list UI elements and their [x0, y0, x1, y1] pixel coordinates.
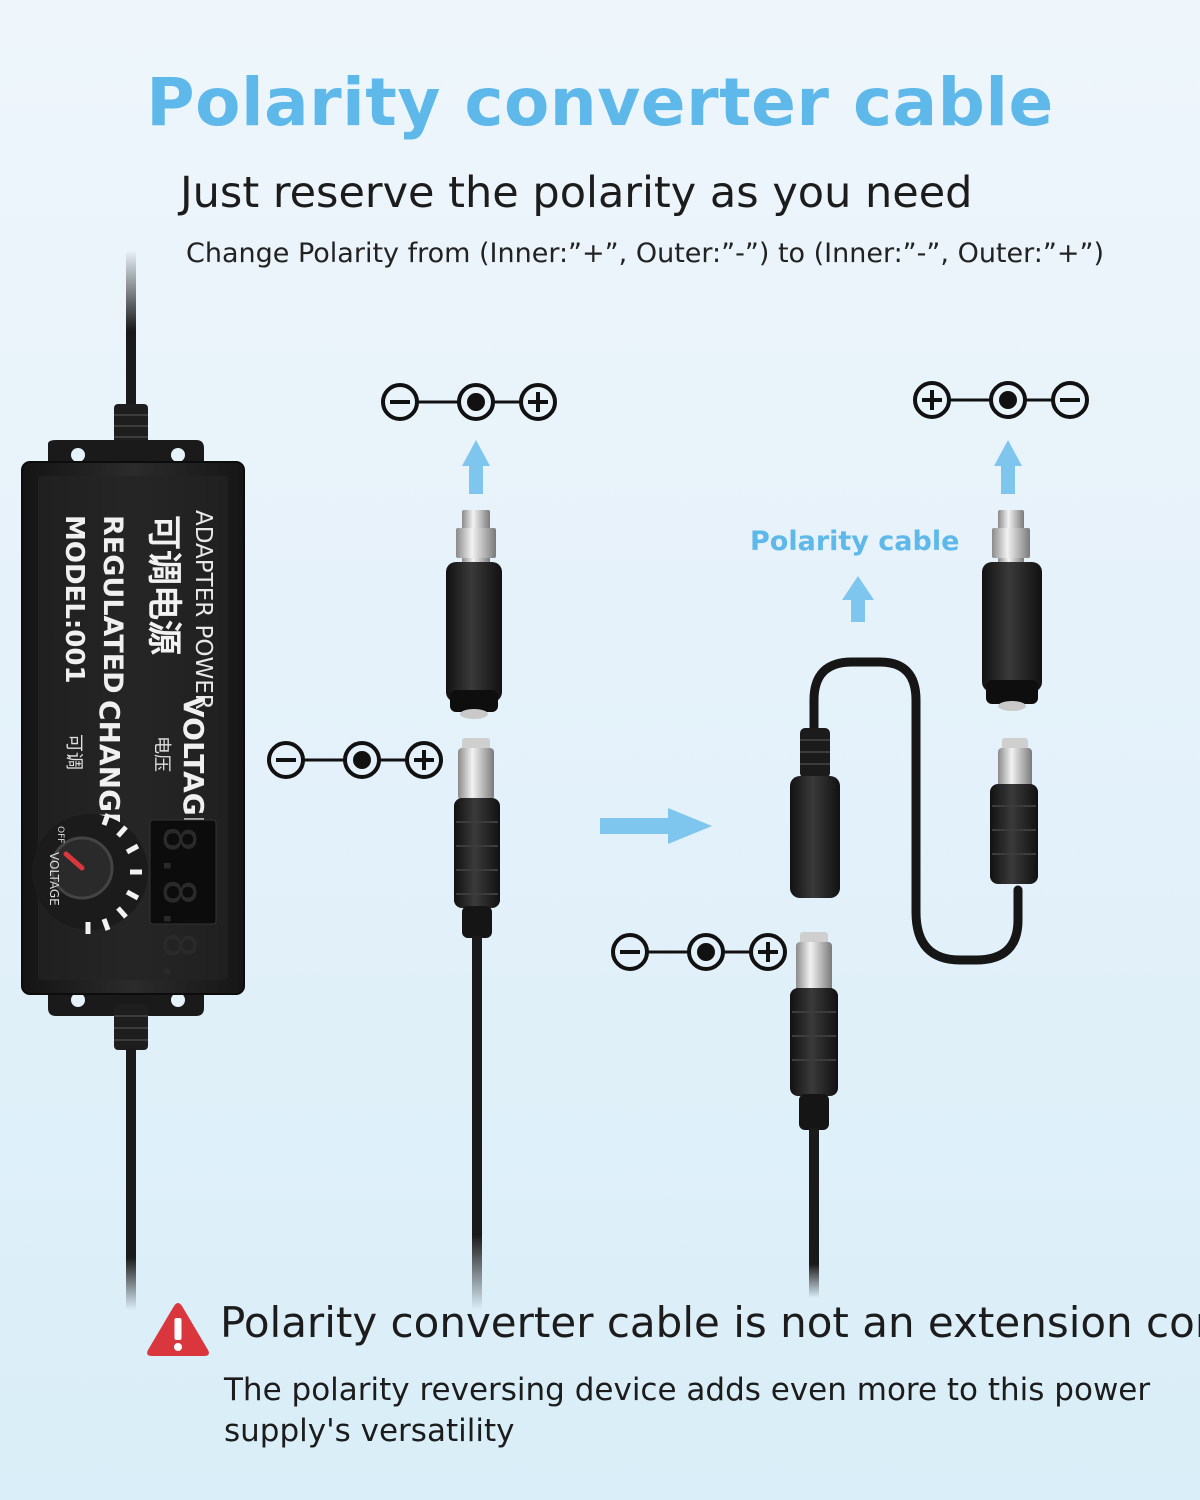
warning-icon	[147, 1303, 209, 1356]
arrow-up-icon	[842, 576, 874, 622]
polarity-symbol-bottom	[611, 933, 787, 971]
subtitle: Just reserve the polarity as you need	[180, 168, 973, 218]
right-lower-cable	[809, 1128, 819, 1298]
led-digits: 8.8.8.	[153, 826, 204, 985]
center-pin-icon	[467, 393, 485, 411]
polarity-symbol-mid-left	[267, 741, 443, 779]
adapter-label-cn: 可调电源	[143, 515, 183, 655]
arrow-up-icon	[994, 440, 1022, 494]
voltage-knob[interactable]: OFF VOLTAGE	[32, 813, 148, 934]
polarity-symbol-top-left	[381, 383, 557, 421]
polarity-caption: Change Polarity from (Inner:”+”, Outer:”…	[186, 238, 1104, 269]
arrows	[462, 440, 1022, 844]
adapter-label-change: CHANGE	[93, 700, 126, 831]
center-pin-icon	[353, 751, 371, 769]
adapter-label-regulated: REGULATED	[97, 515, 128, 694]
adapter-label-voltage: VOLTAGE	[177, 696, 210, 835]
warning-text: Polarity converter cable is not an exten…	[220, 1298, 1200, 1347]
polarity-cable-loop	[809, 657, 1023, 965]
arrow-up-icon	[462, 440, 490, 494]
svg-text:OFF: OFF	[55, 826, 65, 843]
versatility-note: The polarity reversing device adds even …	[224, 1372, 1151, 1449]
original-plug-assembly	[446, 510, 502, 1310]
center-pin-icon	[999, 391, 1017, 409]
arrow-right-icon	[600, 808, 712, 844]
adapter-cable-top	[126, 250, 136, 410]
adapter-cable-bottom	[126, 1048, 136, 1310]
center-cable	[472, 936, 482, 1310]
polarity-cable-assembly	[790, 510, 1042, 1298]
polarity-symbol-top-right	[913, 381, 1089, 419]
center-pin-icon	[697, 943, 715, 961]
power-adapter: ADAPTER POWER 可调电源 REGULATED MODEL:001 V…	[21, 250, 245, 1310]
svg-text:VOLTAGE: VOLTAGE	[47, 852, 61, 906]
adapter-label-power: ADAPTER POWER	[190, 510, 216, 710]
adapter-label-model: MODEL:001	[59, 515, 89, 684]
led-display	[149, 819, 217, 925]
polarity-cable-label: Polarity cable	[750, 526, 960, 557]
page-title: Polarity converter cable	[146, 64, 1054, 141]
adapter-label-change-cn: 可调	[63, 734, 84, 770]
adapter-label-voltage-cn: 电压	[151, 736, 172, 772]
